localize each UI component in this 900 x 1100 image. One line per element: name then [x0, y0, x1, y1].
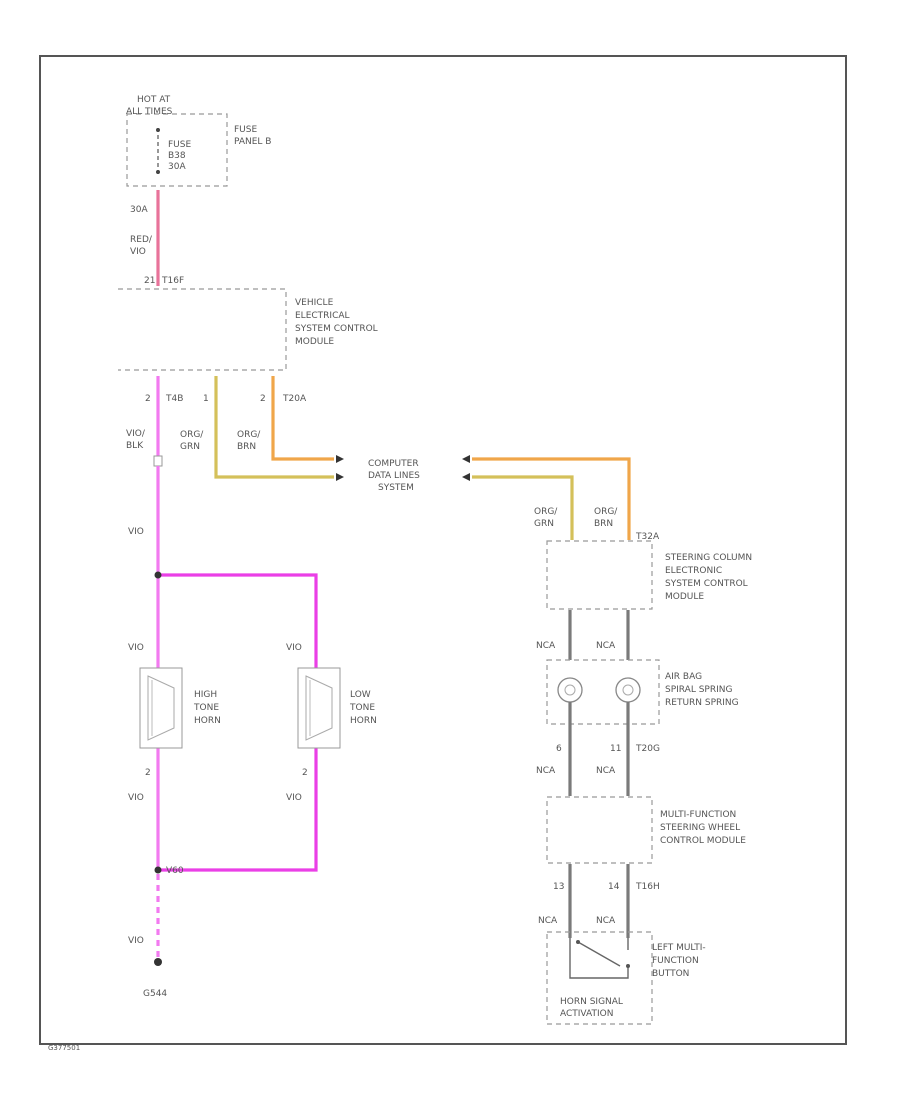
- label-conn-t20a: T20A: [282, 394, 307, 404]
- label-vio-lo-b: VIO: [286, 793, 302, 803]
- label-vio-hi-b: VIO: [128, 793, 144, 803]
- label-ob-2: BRN: [237, 442, 256, 452]
- label-horn-lo-1: LOW: [350, 690, 371, 700]
- label-cdl-3: SYSTEM: [378, 483, 414, 493]
- label-mfsw-1: MULTI-FUNCTION: [660, 810, 736, 820]
- label-og-r1: ORG/: [534, 507, 558, 517]
- label-fuse-rating: 30A: [130, 205, 148, 215]
- wire-org-brn-left: [271, 376, 334, 461]
- label-vio-main: VIO: [128, 527, 144, 537]
- diagram-frame: [39, 55, 847, 1045]
- label-nca-1: NCA: [536, 641, 556, 651]
- label-mfsw-2: STEERING WHEEL: [660, 823, 740, 833]
- label-sccm-4: MODULE: [665, 592, 704, 602]
- switch-contact: [569, 938, 629, 979]
- label-og-r2: GRN: [534, 519, 554, 529]
- label-horn-act-2: ACTIVATION: [560, 1009, 613, 1019]
- label-conn-t20g: T20G: [635, 744, 660, 754]
- label-vesc-1: VEHICLE: [295, 298, 334, 308]
- label-airbag-3: RETURN SPRING: [665, 698, 739, 708]
- label-nca-6: NCA: [596, 916, 616, 926]
- label-lmfb-2: FUNCTION: [652, 956, 699, 966]
- figure-id: G377501: [48, 1044, 80, 1052]
- label-vio-blk-1: VIO/: [126, 429, 146, 439]
- high-tone-horn: HIGH TONE HORN: [139, 667, 221, 749]
- label-fuse-panel-1: FUSE: [234, 125, 257, 135]
- label-vio-high: VIO: [128, 643, 144, 653]
- label-nca-2: NCA: [596, 641, 616, 651]
- label-og-2: GRN: [180, 442, 200, 452]
- label-conn-t4b: T4B: [165, 394, 183, 404]
- vehicle-electrical-system-control-module: 21 T16F VEHICLE ELECTRICAL SYSTEM CONTRO…: [118, 276, 378, 371]
- label-ob-r2: BRN: [594, 519, 613, 529]
- computer-data-lines-system: COMPUTER DATA LINES SYSTEM: [336, 455, 470, 493]
- label-pin-ob: 2: [260, 394, 266, 404]
- wire-org-grn-right: [472, 475, 574, 540]
- label-og-1: ORG/: [180, 430, 204, 440]
- label-red-2: VIO: [130, 247, 146, 257]
- splice-top: [154, 571, 162, 579]
- label-horn-lo-3: HORN: [350, 716, 377, 726]
- label-hot-at: HOT AT: [137, 95, 171, 105]
- label-pin-6: 6: [556, 744, 562, 754]
- label-vio-low: VIO: [286, 643, 302, 653]
- label-horn-act-1: HORN SIGNAL: [560, 997, 623, 1007]
- label-nca-3: NCA: [536, 766, 556, 776]
- horn-signal-activation-switch: LEFT MULTI- FUNCTION BUTTON HORN SIGNAL …: [546, 931, 706, 1025]
- label-red-1: RED/: [130, 235, 153, 245]
- label-ground: G544: [143, 989, 167, 999]
- label-vesc-3: SYSTEM CONTROL: [295, 324, 378, 334]
- label-vesc-conn: T16F: [161, 276, 184, 286]
- label-horn-hi-3: HORN: [194, 716, 221, 726]
- steering-column-control-module: STEERING COLUMN ELECTRONIC SYSTEM CONTRO…: [546, 540, 752, 610]
- label-ob-1: ORG/: [237, 430, 261, 440]
- label-pin-lo: 2: [302, 768, 308, 778]
- label-pin-vb: 2: [145, 394, 151, 404]
- label-mfsw-3: CONTROL MODULE: [660, 836, 746, 846]
- label-vio-gnd: VIO: [128, 936, 144, 946]
- label-vesc-pin: 21: [144, 276, 155, 286]
- label-conn-t32a: T32A: [635, 532, 660, 542]
- label-sccm-2: ELECTRONIC: [665, 566, 722, 576]
- connector-vio-blk: [153, 455, 163, 467]
- label-airbag-1: AIR BAG: [665, 672, 702, 682]
- splice-bottom: [154, 866, 162, 874]
- label-fuse-id: B38: [168, 151, 186, 161]
- label-fuse-panel-2: PANEL B: [234, 137, 271, 147]
- ground-point: [154, 958, 162, 966]
- label-nca-5: NCA: [538, 916, 558, 926]
- label-fuse-name: FUSE: [168, 140, 191, 150]
- label-vio-blk-2: BLK: [126, 441, 144, 451]
- label-horn-hi-2: TONE: [193, 703, 219, 713]
- label-horn-hi-1: HIGH: [194, 690, 217, 700]
- label-pin-13: 13: [553, 882, 564, 892]
- label-ob-r1: ORG/: [594, 507, 618, 517]
- low-tone-horn: LOW TONE HORN: [297, 667, 377, 749]
- label-airbag-2: SPIRAL SPRING: [665, 685, 732, 695]
- fuse-panel-b: HOT AT ALL TIMES FUSE B38 30A FUSE PANEL…: [126, 95, 271, 187]
- label-cdl-2: DATA LINES: [368, 471, 420, 481]
- label-conn-t16h: T16H: [635, 882, 660, 892]
- label-fuse-amp: 30A: [168, 162, 186, 172]
- airbag-spiral-spring: AIR BAG SPIRAL SPRING RETURN SPRING: [546, 659, 739, 725]
- label-cdl-1: COMPUTER: [368, 459, 419, 469]
- label-pin-hi: 2: [145, 768, 151, 778]
- label-lmfb-3: BUTTON: [652, 969, 689, 979]
- label-lmfb-1: LEFT MULTI-: [652, 943, 706, 953]
- label-nca-4: NCA: [596, 766, 616, 776]
- wire-org-brn-right: [472, 457, 631, 540]
- label-pin-14: 14: [608, 882, 620, 892]
- multi-function-steering-wheel-control-module: MULTI-FUNCTION STEERING WHEEL CONTROL MO…: [546, 796, 746, 864]
- wire-org-grn-left: [214, 376, 334, 479]
- label-pin-og: 1: [203, 394, 209, 404]
- label-sccm-3: SYSTEM CONTROL: [665, 579, 748, 589]
- label-horn-lo-2: TONE: [349, 703, 375, 713]
- label-all-times: ALL TIMES: [126, 107, 173, 117]
- label-vesc-4: MODULE: [295, 337, 334, 347]
- label-splice: V60: [166, 866, 184, 876]
- label-vesc-2: ELECTRICAL: [295, 311, 350, 321]
- label-sccm-1: STEERING COLUMN: [665, 553, 752, 563]
- label-pin-11: 11: [610, 744, 621, 754]
